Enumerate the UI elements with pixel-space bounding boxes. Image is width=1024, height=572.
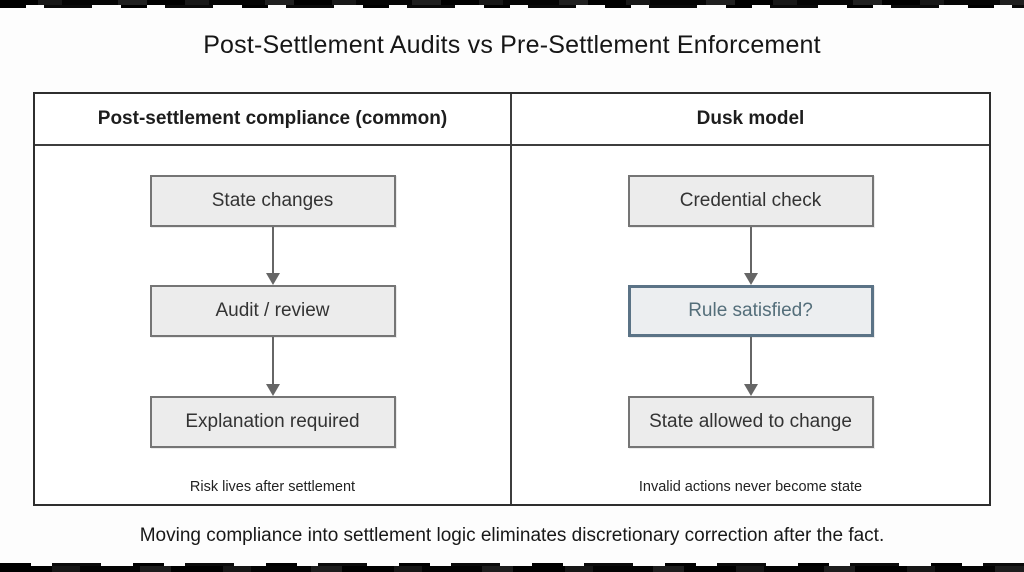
down-arrow-icon — [743, 337, 758, 396]
page-title: Post-Settlement Audits vs Pre-Settlement… — [203, 31, 821, 59]
flow-box-audit-review: Audit / review — [149, 285, 396, 337]
flow-box-state-changes: State changes — [149, 175, 396, 227]
top-frame-noise — [0, 0, 1024, 5]
flow-box-explanation-required: Explanation required — [149, 396, 396, 448]
dusk-model-flow: Credential check Rule satisfied? State a… — [512, 146, 989, 504]
comparison-table: Post-settlement compliance (common) Dusk… — [33, 92, 991, 506]
down-arrow-icon — [265, 227, 280, 285]
down-arrow-icon — [265, 337, 280, 396]
post-settlement-footnote: Risk lives after settlement — [189, 479, 356, 495]
bottom-caption: Moving compliance into settlement logic … — [139, 525, 885, 546]
flow-box-rule-satisfied: Rule satisfied? — [627, 285, 874, 337]
column-header-dusk-model: Dusk model — [512, 94, 989, 146]
dusk-model-footnote: Invalid actions never become state — [638, 479, 863, 495]
bottom-frame-noise — [0, 566, 1024, 572]
flow-box-credential-check: Credential check — [627, 175, 874, 227]
flow-box-state-allowed-to-change: State allowed to change — [627, 396, 874, 448]
bottom-frame-noise-edge — [0, 563, 1024, 566]
top-frame-noise-edge — [0, 5, 1024, 8]
column-header-post-settlement: Post-settlement compliance (common) — [35, 94, 512, 146]
down-arrow-icon — [743, 227, 758, 285]
post-settlement-flow: State changes Audit / review Explanation… — [35, 146, 512, 504]
